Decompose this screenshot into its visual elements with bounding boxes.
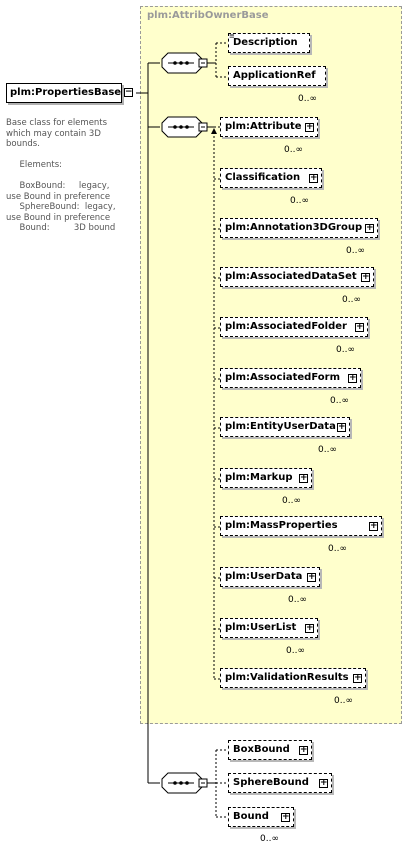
element-boxbound[interactable]: BoxBound [228, 740, 312, 760]
cardinality-label: 0..∞ [288, 595, 307, 605]
element-bound[interactable]: Bound [228, 807, 294, 827]
expand-icon[interactable]: + [361, 272, 370, 282]
element-plm-markup[interactable]: plm:Markup [220, 468, 312, 488]
cardinality-label: 0..∞ [298, 94, 317, 104]
expand-icon[interactable]: + [369, 521, 378, 531]
element-label: plm:MassProperties [225, 520, 338, 531]
expand-icon[interactable]: + [353, 673, 362, 683]
element-description[interactable]: Description [228, 33, 310, 53]
cardinality-label: 0..∞ [342, 295, 361, 305]
base-type-title: plm:AttribOwnerBase [147, 10, 269, 21]
element-plm-massproperties[interactable]: plm:MassProperties [220, 516, 382, 536]
cardinality-label: 0..∞ [282, 496, 301, 506]
element-plm-associatedform[interactable]: plm:AssociatedForm [220, 368, 361, 388]
expand-icon[interactable]: + [365, 223, 374, 233]
element-classification[interactable]: Classification [220, 168, 322, 188]
sequence-compositor-1 [161, 52, 208, 74]
cardinality-label: 0..∞ [330, 396, 349, 406]
cardinality-label: 0..∞ [286, 646, 305, 656]
element-plm-associatedfolder[interactable]: plm:AssociatedFolder [220, 317, 368, 337]
cardinality-label: 0..∞ [318, 445, 337, 455]
element-label: Classification [225, 172, 301, 183]
expand-icon[interactable]: + [305, 623, 314, 633]
sequence-compositor-2 [161, 116, 208, 138]
element-plm-associateddataset[interactable]: plm:AssociatedDataSet [220, 267, 374, 287]
expand-icon[interactable]: + [299, 473, 308, 483]
expand-icon[interactable]: + [337, 422, 346, 432]
element-spherebound[interactable]: SphereBound [228, 773, 332, 793]
element-applicationref[interactable]: ApplicationRef [228, 66, 326, 86]
expand-icon[interactable]: + [281, 812, 290, 822]
cardinality-label: 0..∞ [346, 246, 365, 256]
element-label: plm:Attribute [225, 121, 302, 132]
element-label: SphereBound [233, 777, 309, 788]
expand-icon[interactable]: + [299, 745, 308, 755]
cardinality-label: 0..∞ [284, 145, 303, 155]
cardinality-label: 0..∞ [334, 696, 353, 706]
element-label: plm:Markup [225, 472, 293, 483]
documentation-icon: ≡ [229, 32, 235, 40]
cardinality-label: 0..∞ [290, 196, 309, 206]
expand-icon[interactable]: + [348, 373, 357, 383]
documentation-text: Base class for elements which may contai… [6, 118, 116, 233]
cardinality-label: 0..∞ [336, 345, 355, 355]
element-label: Description [233, 37, 298, 48]
element-label: plm:AssociatedFolder [225, 321, 347, 332]
collapse-icon[interactable]: − [124, 87, 133, 97]
element-label: plm:Annotation3DGroup [225, 222, 363, 233]
expand-icon[interactable]: + [319, 778, 328, 788]
element-plm-userdata[interactable]: plm:UserData [220, 567, 320, 587]
element-label: BoxBound [233, 744, 290, 755]
element-label: plm:ValidationResults [225, 672, 349, 683]
element-plm-annotation3dgroup[interactable]: plm:Annotation3DGroup [220, 218, 378, 238]
expand-icon[interactable]: + [305, 122, 314, 132]
expand-icon[interactable]: + [309, 173, 318, 183]
cardinality-label: 0..∞ [260, 834, 279, 844]
root-element[interactable]: plm:PropertiesBase [6, 83, 122, 103]
element-label: Bound [233, 811, 269, 822]
element-plm-entityuserdata[interactable]: plm:EntityUserData [220, 417, 350, 437]
root-element-label: plm:PropertiesBase [10, 87, 122, 98]
expand-icon[interactable]: + [307, 572, 316, 582]
element-plm-validationresults[interactable]: plm:ValidationResults [220, 668, 366, 688]
element-plm-userlist[interactable]: plm:UserList [220, 618, 318, 638]
element-label: plm:UserList [225, 622, 297, 633]
element-label: ApplicationRef [233, 70, 316, 81]
cardinality-label: 0..∞ [328, 544, 347, 554]
element-label: plm:AssociatedDataSet [225, 271, 357, 282]
element-plm-attribute[interactable]: plm:Attribute [220, 117, 318, 137]
element-label: plm:AssociatedForm [225, 372, 340, 383]
sequence-compositor-3 [161, 772, 208, 794]
element-label: plm:EntityUserData [225, 421, 336, 432]
expand-icon[interactable]: + [355, 322, 364, 332]
element-label: plm:UserData [225, 571, 303, 582]
